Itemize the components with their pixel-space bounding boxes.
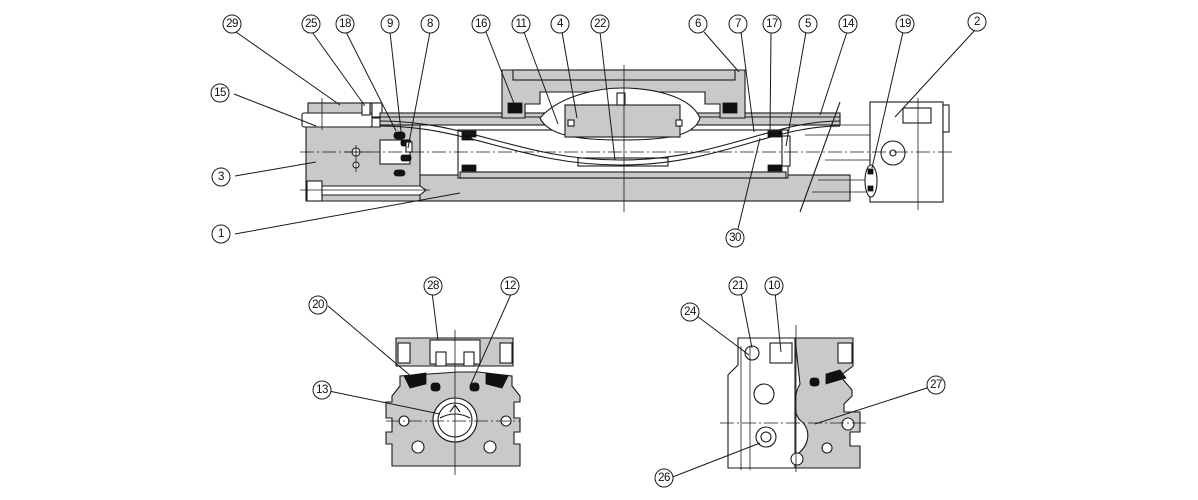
- seal-12: [469, 382, 480, 392]
- right-piston-seal-bottom: [767, 164, 783, 172]
- right-end-body: [794, 337, 861, 469]
- callout-7: 7: [728, 14, 748, 34]
- callout-label: 26: [658, 472, 670, 484]
- seal-20-right: [485, 372, 509, 389]
- callout-label: 29: [226, 18, 238, 30]
- callout-26: 26: [654, 468, 674, 488]
- callout-24: 24: [680, 302, 700, 322]
- callout-19: 19: [895, 14, 915, 34]
- callout-13: 13: [312, 380, 332, 400]
- seal-band: [379, 120, 841, 161]
- piston-guide-bar: [459, 171, 787, 179]
- callout-label: 17: [766, 18, 778, 30]
- callout-label: 19: [899, 18, 911, 30]
- end-section-right-view: [720, 325, 868, 472]
- right-end-cap-pad: [942, 104, 950, 133]
- callout-label: 8: [427, 18, 433, 30]
- callout-label: 25: [305, 18, 317, 30]
- seal-20: [403, 372, 427, 389]
- callout-3: 3: [211, 167, 231, 187]
- callout-17: 17: [762, 14, 782, 34]
- left-seal-low: [400, 154, 412, 162]
- callout-5: 5: [798, 14, 818, 34]
- callout-label: 13: [316, 384, 328, 396]
- callout-10: 10: [764, 276, 784, 296]
- callout-9: 9: [380, 14, 400, 34]
- callout-label: 15: [214, 87, 226, 99]
- callout-29: 29: [222, 14, 242, 34]
- seal-right: [825, 369, 847, 385]
- callout-label: 2: [974, 16, 980, 28]
- callout-label: 21: [732, 280, 744, 292]
- right-cushion-5: [781, 135, 791, 167]
- slider-table: [501, 69, 746, 119]
- callout-22: 22: [590, 14, 610, 34]
- callout-label: 11: [516, 18, 527, 30]
- callout-label: 3: [218, 171, 224, 183]
- callout-label: 24: [684, 306, 697, 318]
- callout-6: 6: [688, 14, 708, 34]
- callout-label: 10: [768, 280, 780, 292]
- end-section-left-view: [385, 330, 521, 475]
- callout-label: 1: [218, 228, 224, 240]
- callout-21: 21: [728, 276, 748, 296]
- callout-label: 20: [312, 299, 324, 311]
- callout-label: 22: [594, 18, 606, 30]
- callout-label: 27: [930, 379, 942, 391]
- callout-label: 6: [695, 18, 701, 30]
- callout-11: 11: [511, 14, 531, 34]
- slider-scraper-left: [507, 102, 523, 114]
- callout-15: 15: [210, 83, 230, 103]
- callout-label: 14: [842, 18, 855, 30]
- callout-8: 8: [420, 14, 440, 34]
- callout-label: 4: [557, 18, 564, 30]
- left-seal-top: [393, 131, 406, 140]
- tube-bottom-band: [379, 174, 851, 202]
- side-section-view: [300, 65, 955, 213]
- left-seal-bottom: [393, 169, 406, 177]
- callout-label: 28: [427, 280, 439, 292]
- callout-label: 7: [735, 18, 741, 30]
- callout-label: 16: [475, 18, 487, 30]
- callout-12: 12: [500, 276, 520, 296]
- callout-28: 28: [423, 276, 443, 296]
- leader-lines: [233, 29, 976, 479]
- callout-27: 27: [926, 375, 946, 395]
- seal-12-left: [430, 382, 441, 392]
- callout-label: 5: [805, 18, 811, 30]
- piston-mount-4: [564, 104, 681, 138]
- left-top-plate-ext: [371, 102, 383, 118]
- callout-label: 30: [729, 232, 741, 244]
- callout-18: 18: [335, 14, 355, 34]
- left-piston-seal-bottom: [461, 164, 477, 172]
- callout-14: 14: [838, 14, 858, 34]
- callout-label: 9: [387, 18, 393, 30]
- callout-1: 1: [211, 224, 231, 244]
- slider-scraper-right: [722, 102, 738, 114]
- callout-25: 25: [301, 14, 321, 34]
- screw-25: [361, 102, 371, 116]
- callout-label: 12: [504, 280, 516, 292]
- callout-16: 16: [471, 14, 491, 34]
- left-bolt-head: [306, 180, 323, 202]
- callout-label: 18: [339, 18, 351, 30]
- callout-2: 2: [967, 12, 987, 32]
- callout-20: 20: [308, 295, 328, 315]
- left-bolt-shank: [321, 185, 427, 196]
- callout-4: 4: [550, 14, 570, 34]
- tube-break-line: [799, 101, 841, 213]
- callout-30: 30: [725, 228, 745, 248]
